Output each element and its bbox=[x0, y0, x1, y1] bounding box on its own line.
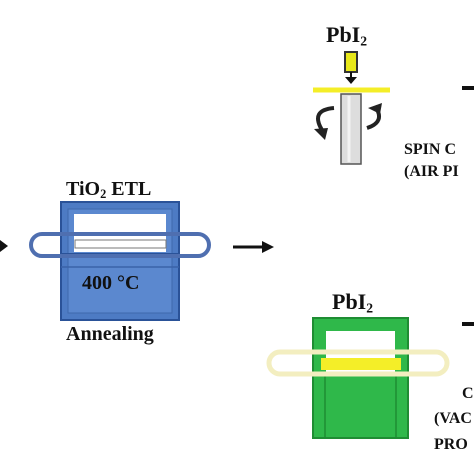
pbi2-vacuum-sub: 2 bbox=[366, 300, 374, 316]
incoming-arrow-head bbox=[0, 240, 8, 252]
vacuum-line3: PRO bbox=[434, 436, 468, 453]
tio2-sub: 2 bbox=[100, 187, 107, 202]
vacuum-line2: (VAC bbox=[434, 410, 472, 427]
deposition-box bbox=[312, 317, 409, 439]
tio2-main: TiO bbox=[66, 178, 101, 200]
tio2-etl-label: TiO2 ETL bbox=[66, 178, 152, 202]
pbi2-vacuum-label: PbI2 bbox=[332, 289, 374, 316]
deposition-arrow-stub bbox=[462, 322, 474, 326]
pbi2-spin-main: PbI bbox=[326, 22, 361, 47]
annealing-ring bbox=[29, 232, 211, 258]
annealing-label: Annealing bbox=[66, 323, 154, 345]
annealing-box bbox=[60, 201, 180, 321]
pbi2-spin-label: PbI2 bbox=[326, 22, 368, 49]
arrow-to-deposition-head bbox=[262, 241, 274, 253]
spin-arrow-stub bbox=[462, 86, 474, 90]
vacuum-line1: C bbox=[462, 385, 474, 402]
spin-coating-line2: (AIR PI bbox=[404, 163, 459, 180]
spin-coating-line1: SPIN C bbox=[404, 141, 457, 158]
tio2-suffix: ETL bbox=[106, 178, 152, 200]
pbi2-spin-sub: 2 bbox=[360, 33, 368, 49]
spin-coater bbox=[313, 87, 390, 165]
deposition-ring bbox=[266, 349, 450, 377]
pbi2-dropper bbox=[344, 51, 358, 84]
pbi2-vacuum-main: PbI bbox=[332, 289, 367, 314]
temperature-label: 400 °C bbox=[82, 272, 140, 294]
